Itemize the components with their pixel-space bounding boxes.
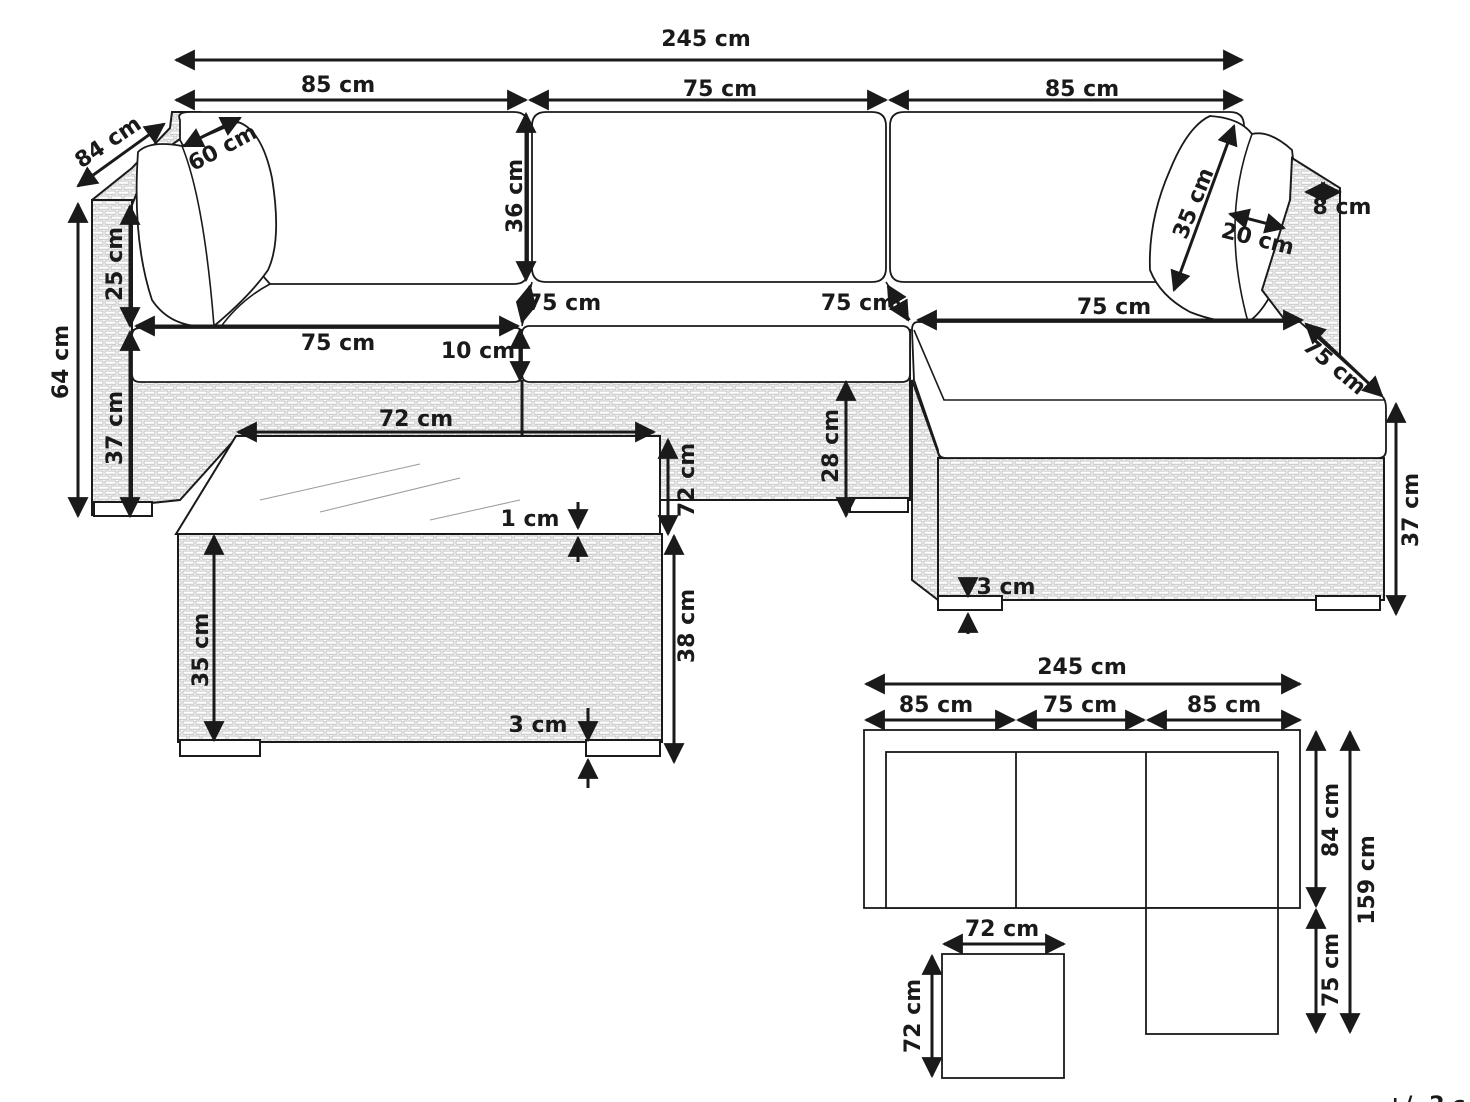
plan-label-table-width: 72 cm — [965, 917, 1039, 942]
label-table-depth: 72 cm — [675, 443, 700, 517]
label-seat-cushion-thickness: 10 cm — [441, 339, 515, 364]
label-total-height: 64 cm — [49, 325, 74, 399]
dimension-lines — [67, 49, 1407, 788]
plan-label-section-3: 85 cm — [1187, 693, 1261, 718]
plan-label-depth: 84 cm — [1319, 783, 1344, 857]
ottoman-foot-right — [1315, 595, 1381, 611]
label-middle-seat-width: 75 cm — [683, 77, 757, 102]
seat-cushion-middle — [521, 325, 911, 383]
plan-label-total-depth: 159 cm — [1355, 835, 1380, 925]
label-ottoman-height: 37 cm — [1399, 473, 1424, 547]
plan-sofa-inner — [885, 751, 1279, 909]
label-base-height: 28 cm — [819, 409, 844, 483]
label-table-leg: 3 cm — [509, 713, 568, 738]
label-left-cushion-width: 75 cm — [301, 331, 375, 356]
label-seat-height: 37 cm — [103, 391, 128, 465]
table-foot-left — [179, 739, 261, 757]
plan-label-section-2: 75 cm — [1043, 693, 1117, 718]
ottoman-front — [937, 457, 1385, 601]
label-table-width: 72 cm — [379, 407, 453, 432]
label-glass-thickness: 1 cm — [501, 507, 560, 532]
sofa-foot-left — [93, 501, 153, 517]
pillow-left-seam — [181, 145, 215, 327]
corner-note: +/- 2 c — [1386, 1093, 1465, 1102]
plan-ottoman — [1145, 907, 1279, 1035]
table-body — [177, 533, 663, 743]
label-arm-cushion-height: 25 cm — [103, 227, 128, 301]
plan-label-table-depth: 72 cm — [901, 979, 926, 1053]
plan-view: 245 cm 85 cm 75 cm 85 cm 84 cm 159 cm 75… — [863, 655, 1380, 1079]
plan-label-ottoman-depth: 75 cm — [1319, 933, 1344, 1007]
back-cushion-middle — [531, 111, 887, 283]
plan-label-section-1: 85 cm — [899, 693, 973, 718]
label-mid-seat-depth-left: 75 cm — [527, 291, 601, 316]
label-ottoman-leg: 3 cm — [977, 575, 1036, 600]
label-table-height: 38 cm — [675, 589, 700, 663]
ottoman-cushion — [911, 321, 1387, 459]
plan-label-total-width: 245 cm — [1037, 655, 1127, 680]
table-glass-top — [174, 435, 661, 535]
label-arm-width: 8 cm — [1313, 195, 1372, 220]
label-ottoman-width: 75 cm — [1077, 295, 1151, 320]
ottoman-cushion-edge — [913, 329, 1384, 401]
label-table-body-height: 35 cm — [189, 613, 214, 687]
label-right-seat-width: 85 cm — [1045, 77, 1119, 102]
label-back-cushion-height: 36 cm — [503, 159, 528, 233]
plan-table — [941, 953, 1065, 1079]
table-foot-right — [585, 739, 661, 757]
sofa-foot-middle — [849, 497, 909, 513]
label-mid-seat-depth-right: 75 cm — [821, 291, 895, 316]
label-total-width: 245 cm — [661, 27, 751, 52]
label-left-seat-width: 85 cm — [301, 73, 375, 98]
